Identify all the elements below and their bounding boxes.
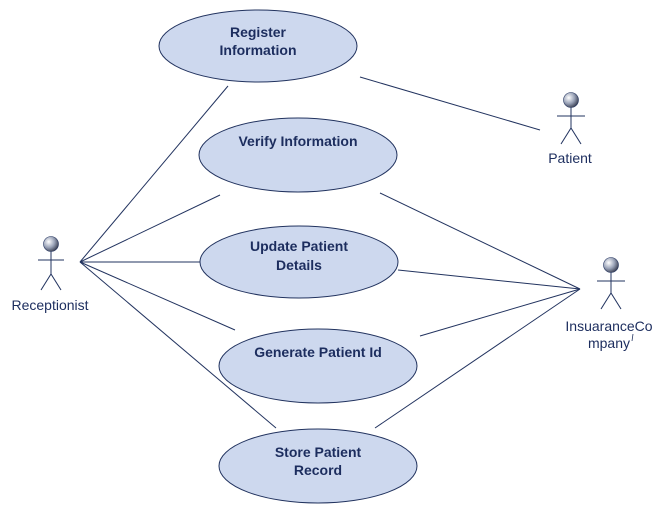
association-receptionist-register — [79, 85, 229, 263]
association-insurance-update — [397, 269, 581, 290]
use-case-label-line1: Store Patient — [275, 444, 362, 460]
association-insurance-generate — [419, 288, 581, 337]
actor-head-icon — [43, 236, 59, 252]
use-case-ellipse — [158, 9, 358, 83]
actor-label: Receptionist — [11, 297, 88, 313]
use-case-ellipse — [218, 328, 418, 404]
use-case-label-line2: Information — [220, 42, 297, 58]
actor-insurance-company: InsuaranceCo mpany — [565, 257, 653, 351]
use-case-register: Register Information — [158, 9, 358, 83]
actor-head-icon — [603, 257, 619, 273]
association-receptionist-verify — [79, 194, 221, 263]
associations — [79, 76, 581, 429]
use-case-label-line1: Register — [230, 24, 287, 40]
use-case-ellipse — [218, 428, 418, 504]
use-case-update: Update Patient Details — [199, 225, 399, 299]
use-case-label-line1: Verify Information — [238, 133, 357, 149]
stick-figure-icon — [597, 272, 625, 310]
actor-head-icon — [563, 92, 579, 108]
actor-label-line1: InsuaranceCo — [565, 318, 652, 334]
use-case-store: Store Patient Record — [218, 428, 418, 504]
text-cursor-mark — [631, 333, 634, 342]
use-case-ellipse — [199, 225, 399, 299]
use-case-label-line2: Details — [276, 257, 322, 273]
use-case-verify: Verify Information — [198, 117, 398, 193]
use-case-generate: Generate Patient Id — [218, 328, 418, 404]
use-case-label-line1: Generate Patient Id — [254, 344, 382, 360]
association-patient-register — [359, 76, 541, 131]
use-case-label-line1: Update Patient — [250, 238, 348, 254]
use-case-ellipse — [198, 117, 398, 193]
actor-label-line2: mpany — [588, 335, 630, 351]
actor-receptionist: Receptionist — [11, 236, 89, 313]
actor-label: Patient — [548, 150, 592, 166]
actor-patient: Patient — [548, 92, 592, 166]
association-receptionist-generate — [79, 261, 236, 331]
use-case-label-line2: Record — [294, 462, 342, 478]
association-insurance-store — [374, 288, 581, 429]
stick-figure-icon — [557, 107, 585, 145]
stick-figure-icon — [38, 251, 64, 291]
association-insurance-verify — [379, 192, 581, 290]
association-receptionist-store — [79, 261, 277, 429]
